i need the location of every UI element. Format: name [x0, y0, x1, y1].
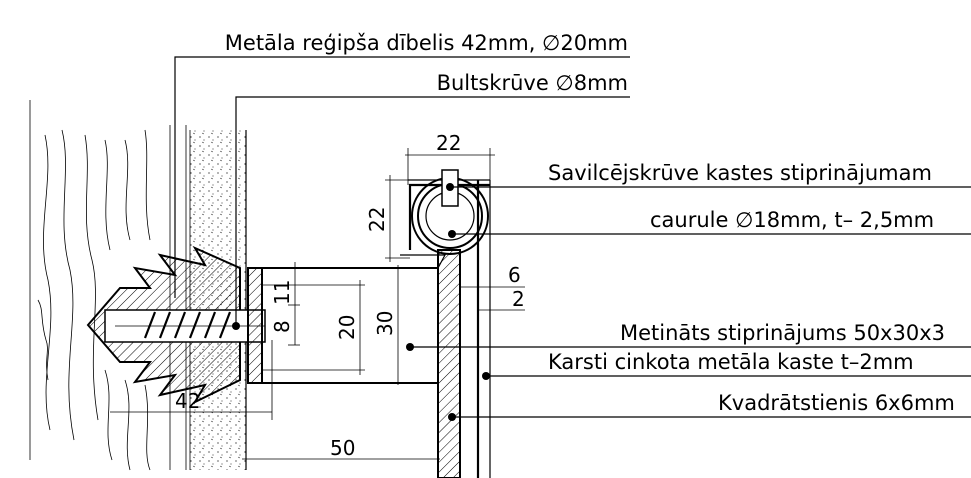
dim-20: 20: [335, 315, 359, 340]
wood-section: [29, 100, 187, 471]
dimension-lines: [110, 148, 525, 465]
dim-50: 50: [330, 436, 355, 460]
label-bolt: Bultskrūve ∅8mm: [437, 71, 628, 95]
dim-11: 11: [270, 280, 294, 305]
label-square-bar: Kvadrātstienis 6x6mm: [718, 391, 955, 415]
dim-6: 6: [508, 263, 521, 287]
label-pipe: caurule ∅18mm, t– 2,5mm: [650, 208, 934, 232]
dim-30: 30: [373, 311, 397, 336]
dim-42: 42: [175, 389, 200, 413]
metal-dowel: [86, 245, 266, 405]
dim-8: 8: [270, 320, 294, 333]
square-bar: [437, 249, 461, 478]
leader-lines: [174, 56, 971, 418]
label-welded-bracket: Metināts stiprinājums 50x30x3: [620, 321, 945, 345]
label-clamp-screw: Savilcējskrūve kastes stiprinājumam: [548, 161, 932, 185]
dim-22-side: 22: [365, 207, 389, 232]
label-dowel: Metāla reģipša dībelis 42mm, ∅20mm: [225, 31, 628, 55]
label-box: Karsti cinkota metāla kaste t–2mm: [548, 350, 914, 374]
dim-2: 2: [512, 287, 525, 311]
dim-22-top: 22: [436, 131, 461, 155]
pipe-clamp: [400, 169, 490, 269]
